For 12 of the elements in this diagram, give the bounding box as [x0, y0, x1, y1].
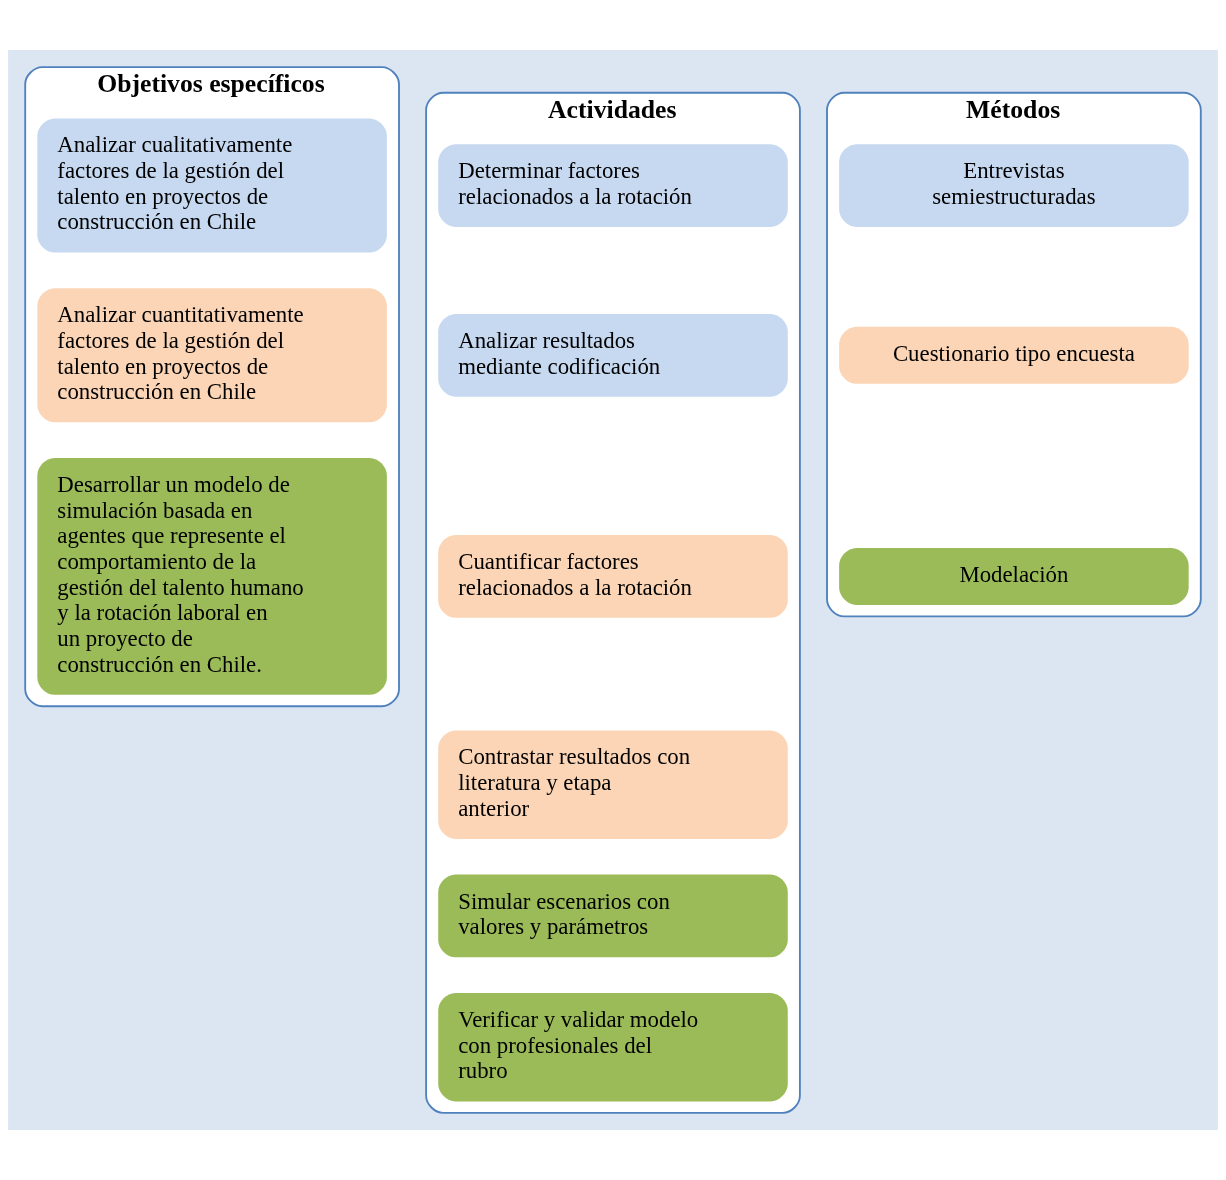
- node-box: Analizar cuantitativamente factores de la gestión del talento en proyectos de construcción en Chile: [37, 288, 387, 423]
- node-box: Cuantificar factores relacionados a la rotación: [438, 535, 788, 618]
- node-box: Desarrollar un modelo de simulación basada en agentes que represente el comportamiento de la gestión del talento humano y la rotación laboral en un proyecto de construcción en Chile.: [37, 458, 387, 695]
- node-box: Modelación: [839, 547, 1189, 605]
- node-box: Determinar factores relacionados a la rotación: [438, 144, 788, 227]
- node-box: Contrastar resultados con literatura y etapa anterior: [438, 730, 788, 839]
- node-box: Verificar y validar modelo con profesionales del rubro: [438, 993, 788, 1102]
- node-box: Analizar resultados mediante codificación: [438, 313, 788, 397]
- node-box: Simular escenarios con valores y parámetros: [438, 874, 788, 958]
- node-box: Entrevistas semiestructuradas: [839, 144, 1189, 227]
- node-box: Cuestionario tipo encuesta: [839, 326, 1189, 384]
- node-box: Analizar cualitativamente factores de la gestión del talento en proyectos de construcción en Chile: [37, 118, 387, 253]
